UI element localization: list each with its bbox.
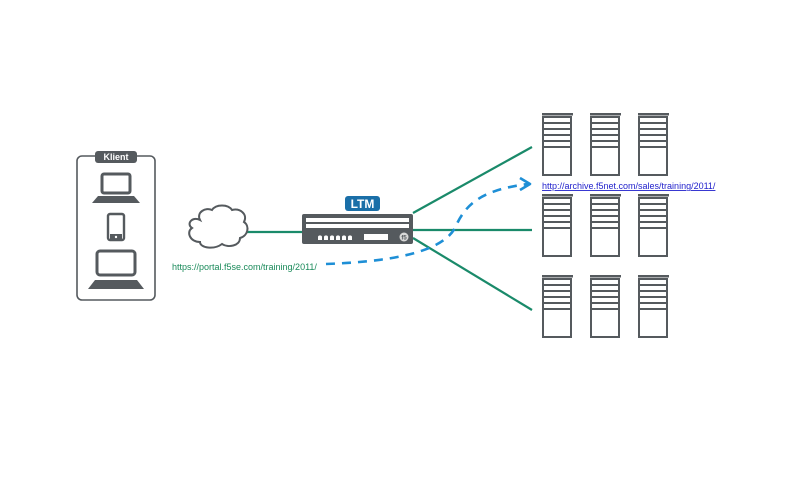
svg-text:f5: f5 (401, 236, 407, 242)
client-label-badge (95, 151, 137, 163)
smartphone-icon (106, 212, 126, 242)
server-icon (638, 194, 669, 257)
f5-logo-icon (399, 232, 409, 242)
ltm-to-bottom-pool-line (412, 237, 533, 311)
client-label: Klient (103, 152, 128, 162)
client-group: Klient (76, 151, 156, 301)
internet-cloud-icon (188, 204, 249, 249)
server-pool-pool-bottom (542, 275, 669, 338)
server-pools (542, 113, 669, 338)
server-url-link[interactable]: http://archive.f5net.com/sales/training/… (542, 181, 716, 191)
ltm-ports (318, 235, 352, 240)
server-icon (590, 275, 621, 338)
server-pool-pool-top (542, 113, 669, 176)
ltm-port-icon (342, 235, 346, 240)
ltm-badge (345, 196, 380, 211)
server-icon (590, 113, 621, 176)
ltm-port-icon (336, 235, 340, 240)
server-icon (590, 194, 621, 257)
server-icon (542, 113, 573, 176)
ltm-to-top-pool-line (412, 146, 533, 214)
ltm-port-icon (324, 235, 328, 240)
ltm-device: LTM f5 (302, 196, 413, 244)
server-pool-pool-middle (542, 194, 669, 257)
ltm-port-icon (318, 235, 322, 240)
client-url-text: https://portal.f5se.com/training/2011/ (172, 262, 317, 272)
server-icon (542, 275, 573, 338)
redirect-dashed-path (325, 182, 529, 266)
server-icon (638, 113, 669, 176)
ltm-port-icon (348, 235, 352, 240)
ltm-label: LTM (351, 197, 375, 211)
ltm-port-icon (330, 235, 334, 240)
redirect-arrowhead-icon (519, 176, 532, 192)
desktop-icon (88, 249, 144, 289)
server-icon (638, 275, 669, 338)
server-icon (542, 194, 573, 257)
ltm-display (364, 234, 388, 240)
laptop-icon (92, 172, 140, 203)
